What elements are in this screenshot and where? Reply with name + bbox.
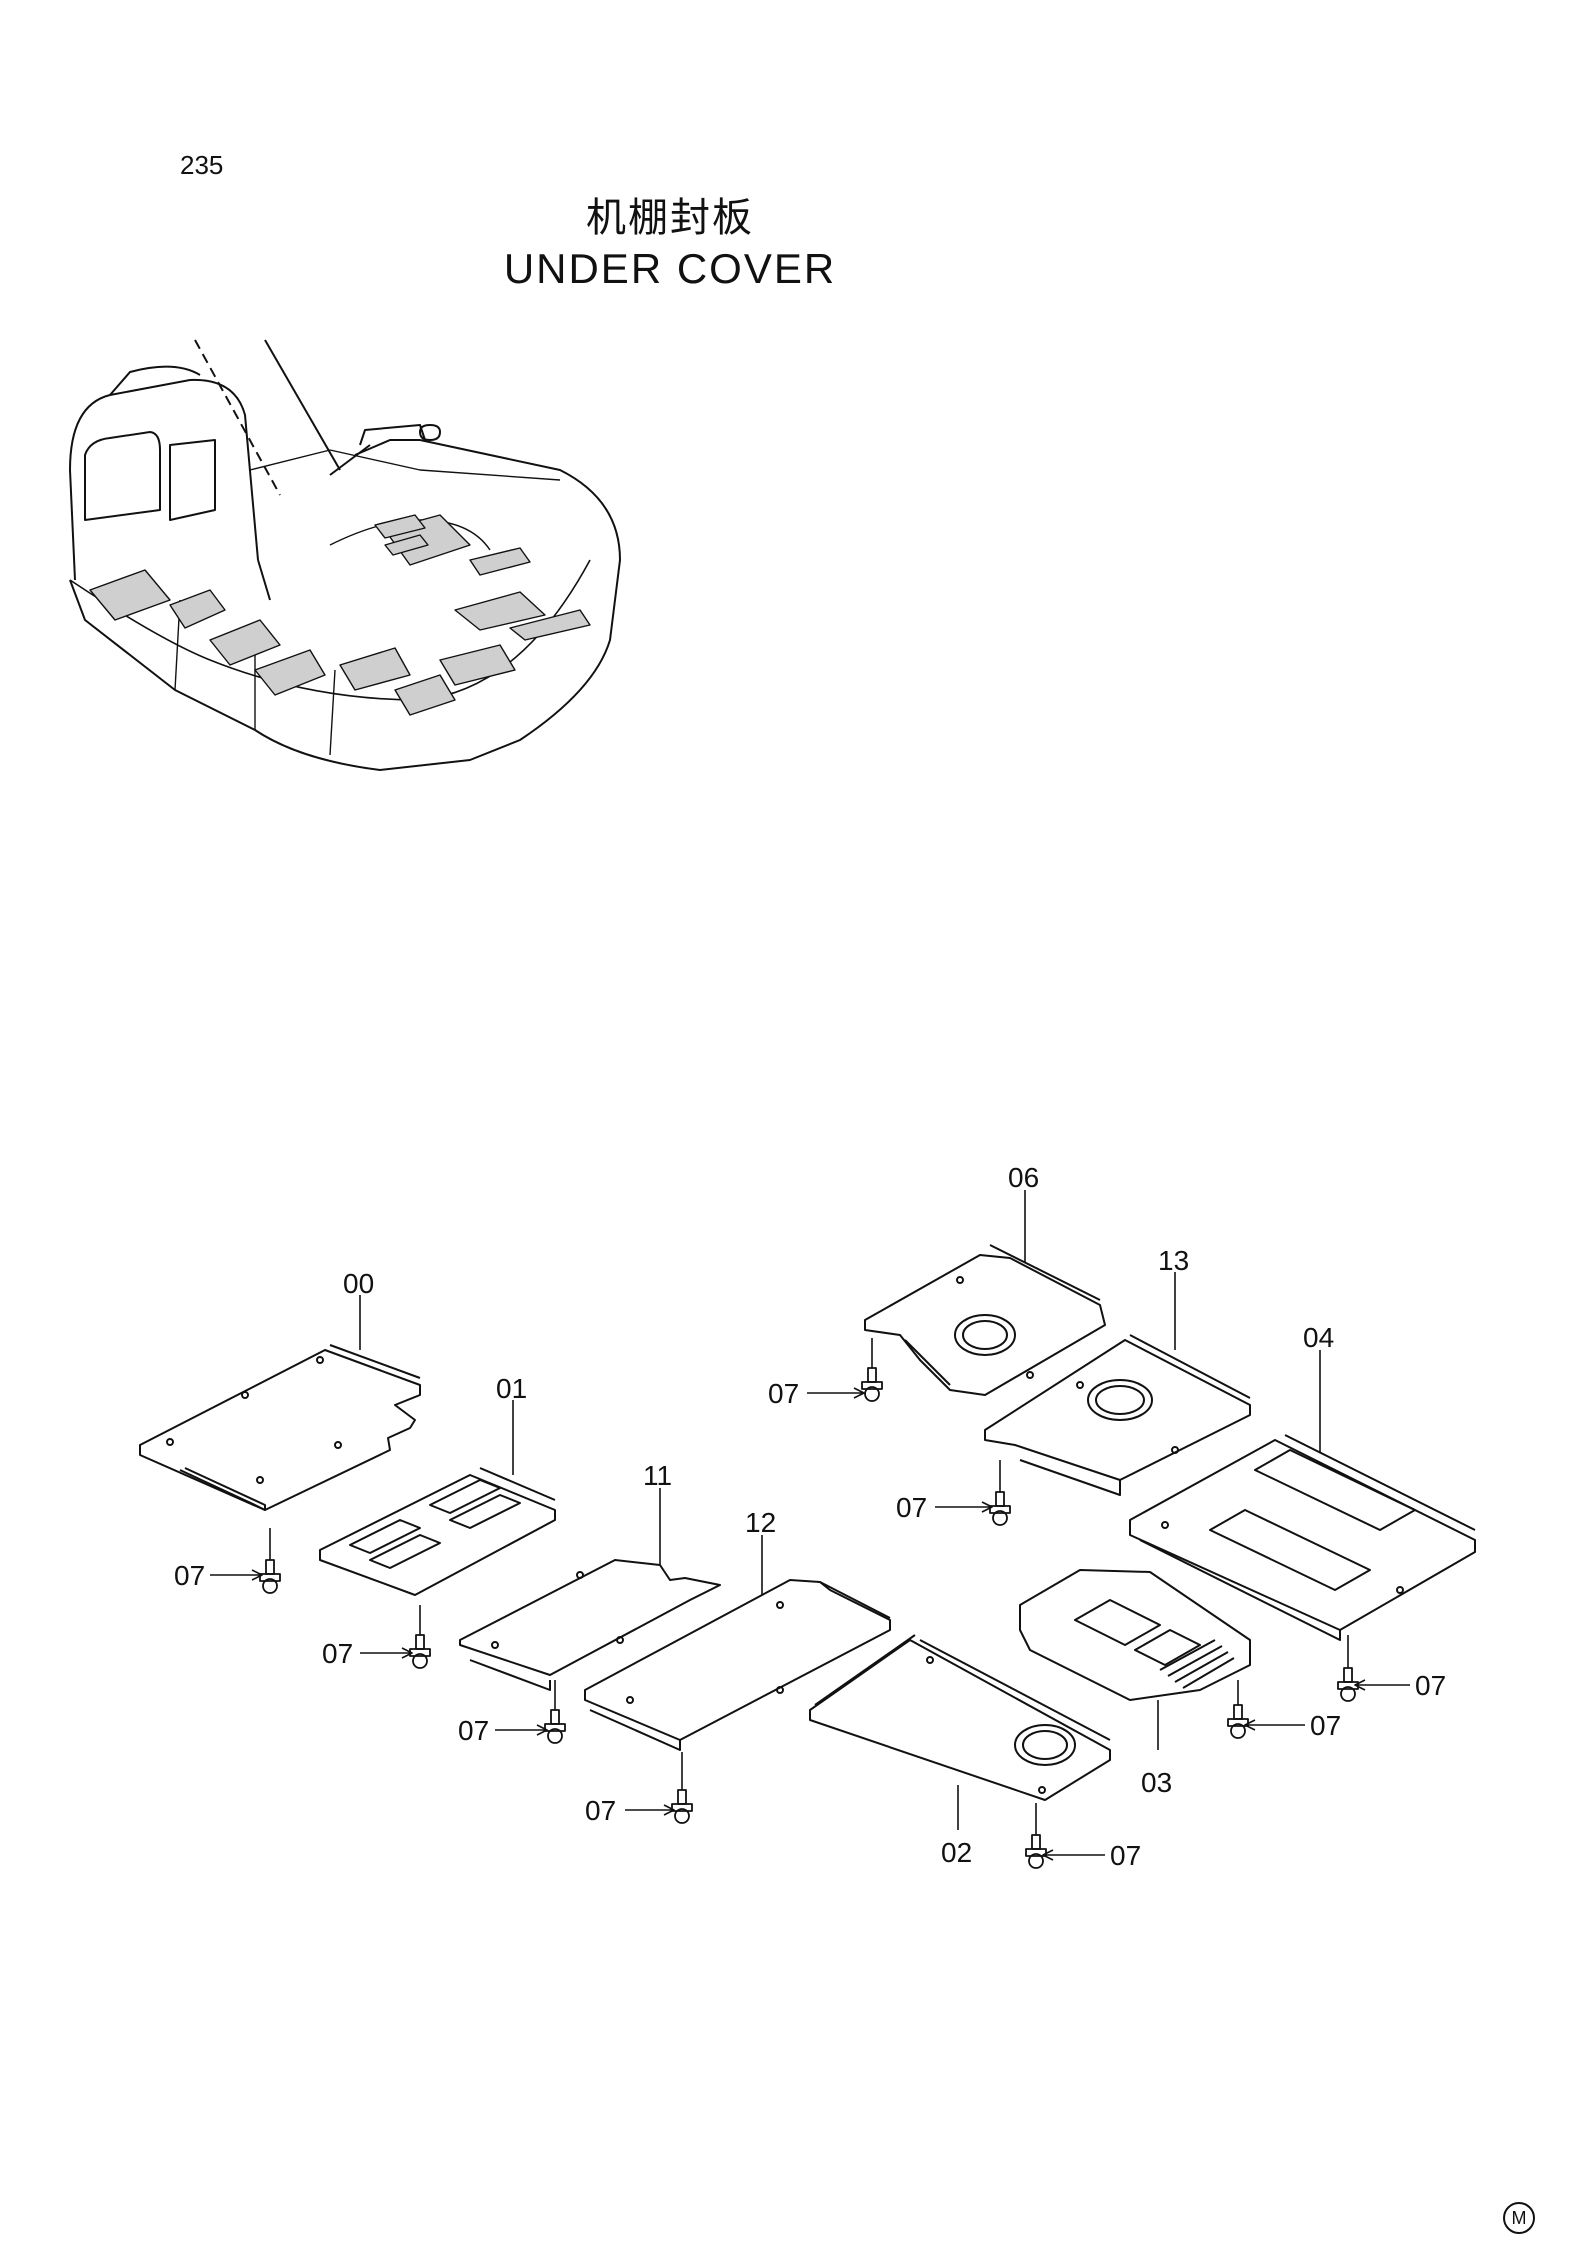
part-00-cover-plate — [139, 1344, 421, 1511]
page-title: UNDER COVER — [503, 245, 837, 292]
page-title-chinese: 机棚封板 — [586, 195, 754, 241]
callout-13: 13 — [1158, 1245, 1189, 1276]
part-03-cover-plate — [1019, 1569, 1251, 1701]
revision-mark: M — [1503, 2202, 1535, 2234]
leader-lines — [210, 1190, 1410, 1861]
callout-11: 11 — [643, 1460, 672, 1491]
part-13-cover-plate — [984, 1334, 1251, 1496]
callout-12: 12 — [745, 1507, 776, 1538]
callout-00: 00 — [343, 1268, 374, 1299]
callout-07: 07 — [322, 1638, 353, 1669]
callout-07: 07 — [1415, 1670, 1446, 1701]
machine-overview-illustration — [69, 339, 621, 771]
part-02-cover-plate — [809, 1634, 1111, 1801]
callout-01: 01 — [496, 1373, 527, 1404]
callout-06: 06 — [1008, 1162, 1039, 1193]
callout-07: 07 — [1110, 1840, 1141, 1871]
callout-03: 03 — [1141, 1767, 1172, 1798]
callout-07: 07 — [585, 1795, 616, 1826]
part-12-cover-plate — [584, 1579, 891, 1751]
callout-07: 07 — [896, 1492, 927, 1523]
page-number: 235 — [180, 150, 224, 180]
callout-07: 07 — [768, 1378, 799, 1409]
callout-07: 07 — [458, 1715, 489, 1746]
part-01-cover-plate — [319, 1467, 556, 1596]
callout-02: 02 — [941, 1837, 972, 1868]
part-04-cover-plate — [1129, 1434, 1476, 1641]
callout-04: 04 — [1303, 1322, 1334, 1353]
callout-07: 07 — [1310, 1710, 1341, 1741]
callout-07: 07 — [174, 1560, 205, 1591]
part-11-cover-plate — [459, 1559, 721, 1691]
part-06-cover-plate — [864, 1244, 1106, 1396]
